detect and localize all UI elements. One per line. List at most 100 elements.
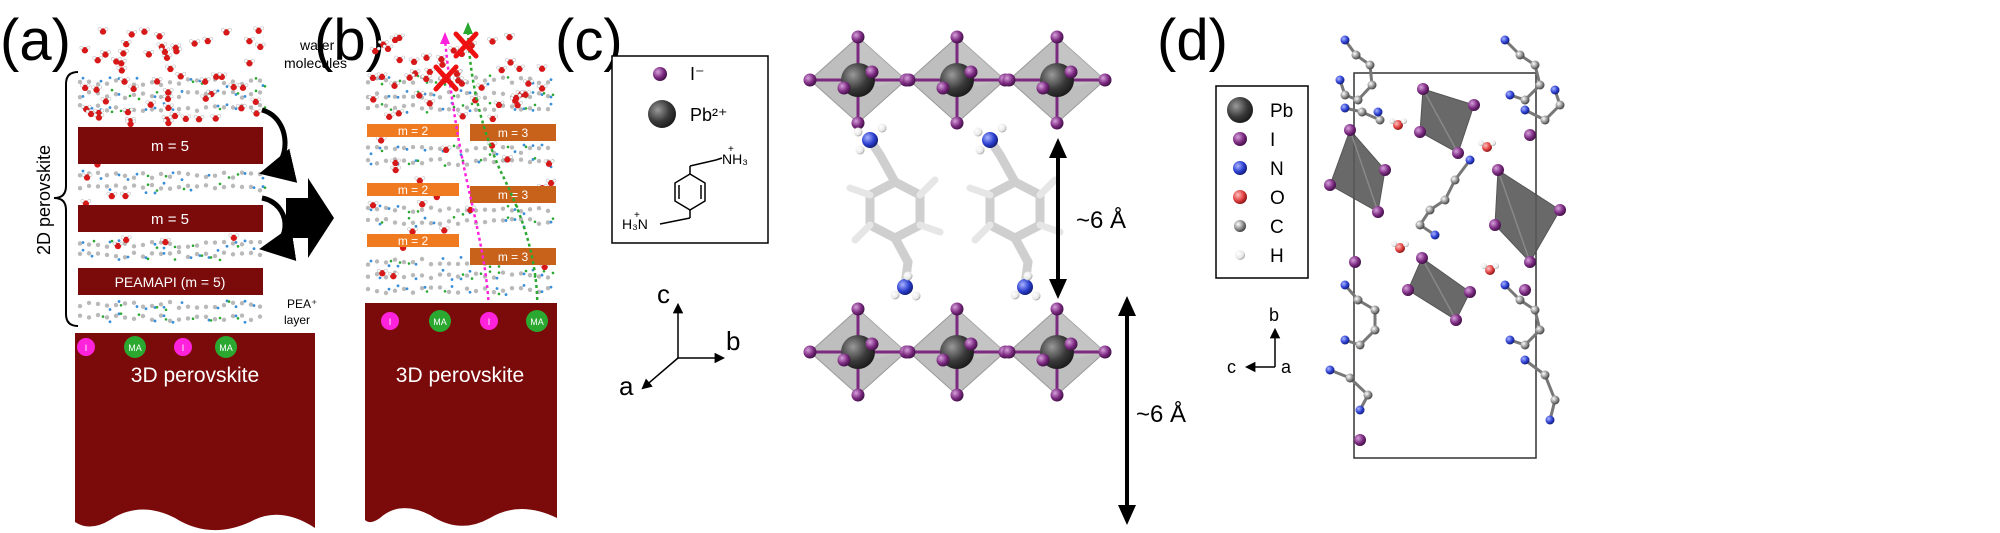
water-h (172, 64, 176, 69)
organic-dot (218, 182, 222, 186)
water-o (547, 179, 555, 187)
water-o (423, 54, 430, 61)
organic-dot (482, 78, 488, 83)
organic-dot (185, 90, 191, 95)
organic-dot (506, 216, 510, 219)
water-h (523, 79, 527, 83)
organic-dot (378, 146, 382, 150)
organic-dot (81, 95, 85, 98)
d-hydrogen-atom (1401, 118, 1407, 124)
organic-dot (464, 286, 470, 291)
c-plus-top: + (728, 144, 734, 155)
organic-dot (419, 106, 425, 111)
water-h (176, 111, 181, 116)
c-iodine-atom (936, 81, 950, 95)
organic-dot (374, 91, 380, 96)
d-organic-atom (1335, 75, 1345, 85)
water-o (384, 45, 392, 53)
b-ion-ma-2 (526, 310, 548, 332)
c-hydrogen-atom (903, 271, 913, 281)
c-hydrogen-atom (973, 127, 983, 137)
water-h (520, 90, 524, 94)
water-h (401, 55, 405, 60)
organic-dot (518, 157, 524, 162)
water-h (99, 55, 104, 60)
water-h (463, 49, 468, 54)
c-iodine-atom (1036, 81, 1050, 95)
water-h (217, 72, 222, 77)
d-organic-atom (1520, 340, 1530, 350)
c-legend-molecule (659, 157, 723, 225)
organic-dot (234, 305, 238, 309)
organic-dot (513, 150, 517, 154)
organic-dot (191, 80, 195, 84)
organic-dot (518, 150, 524, 156)
organic-dot (234, 314, 238, 318)
water-h (517, 93, 522, 98)
organic-dot (248, 250, 254, 256)
organic-dot (405, 89, 409, 93)
c-iodine-atom (1036, 353, 1050, 367)
water-h (244, 58, 248, 63)
organic-dot (549, 220, 553, 224)
organic-dot (194, 314, 200, 319)
water-h (494, 114, 499, 119)
water-h (440, 145, 445, 150)
organic-dot (522, 212, 526, 216)
organic-dot (180, 301, 184, 305)
panel-a-letter: (a) (0, 8, 71, 73)
organic-dot (212, 253, 218, 259)
organic-dot (140, 242, 146, 248)
organic-dot (464, 273, 470, 278)
organic-dot (401, 274, 407, 280)
organic-dot (545, 80, 551, 85)
organic-dot (248, 78, 254, 83)
d-organic-atom (1345, 373, 1355, 383)
d-bond (1349, 129, 1379, 213)
water-h (487, 37, 491, 41)
a-ion-label-3: I (182, 343, 185, 353)
organic-dot (452, 216, 456, 219)
water-h (150, 50, 155, 54)
organic-dot (509, 145, 515, 150)
water-h (93, 113, 98, 117)
c-iodine-atom (803, 73, 817, 87)
organic-dot (488, 101, 492, 105)
organic-dot (212, 185, 218, 191)
water-h (438, 76, 443, 80)
water-h (206, 89, 210, 94)
organic-dot (144, 307, 148, 311)
organic-dot (212, 173, 218, 178)
d-organic-atom (1340, 35, 1350, 45)
water-o (525, 80, 532, 87)
organic-dot (117, 300, 121, 303)
organic-dot (194, 108, 200, 113)
organic-dot (416, 159, 420, 163)
organic-dot (369, 152, 373, 156)
water-h (367, 200, 372, 205)
organic-dot (443, 83, 447, 86)
water-o (102, 98, 110, 105)
organic-dot (243, 94, 247, 98)
d-organic-atom (1375, 115, 1385, 125)
water-h (367, 95, 372, 99)
organic-dot (239, 242, 245, 247)
d-hydrogen-atom (1490, 140, 1496, 146)
organic-dot (405, 110, 409, 114)
water-h (438, 226, 443, 230)
d-oxygen-atom (1485, 265, 1495, 275)
organic-dot (234, 241, 238, 244)
organic-dot (423, 285, 427, 289)
organic-dot (167, 241, 173, 247)
organic-dot (225, 299, 229, 303)
water-h (189, 39, 193, 43)
c-iodine-atom (902, 345, 916, 359)
organic-dot (509, 216, 515, 222)
water-h (383, 72, 388, 77)
organic-dot (491, 275, 497, 280)
water-o (164, 89, 172, 96)
water-o (95, 114, 103, 121)
c-hydrogen-atom (1023, 271, 1033, 281)
organic-dot (551, 93, 555, 97)
water-h (505, 58, 509, 62)
